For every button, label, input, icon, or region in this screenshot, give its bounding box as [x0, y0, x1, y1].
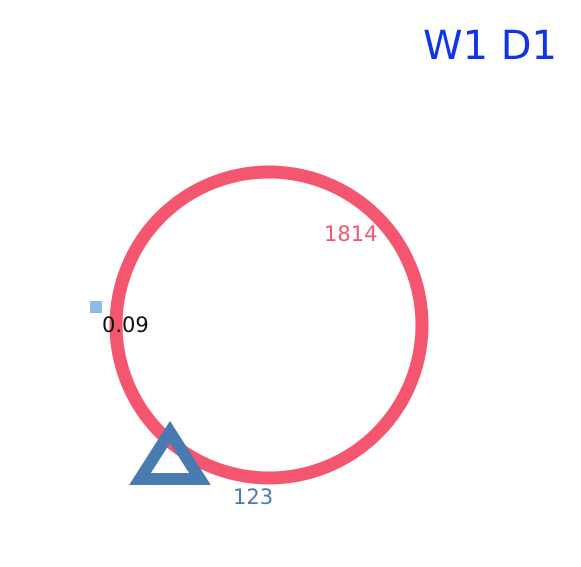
triangle-value-label: 123 [233, 485, 274, 509]
circle-value-label: 1814 [324, 222, 378, 246]
figure-title: W1 D1 [423, 23, 557, 69]
square-value-label: 0.09 [102, 313, 149, 337]
triangle-shape [129, 420, 211, 485]
circle-shape [109, 165, 429, 485]
square-shape [90, 301, 102, 313]
